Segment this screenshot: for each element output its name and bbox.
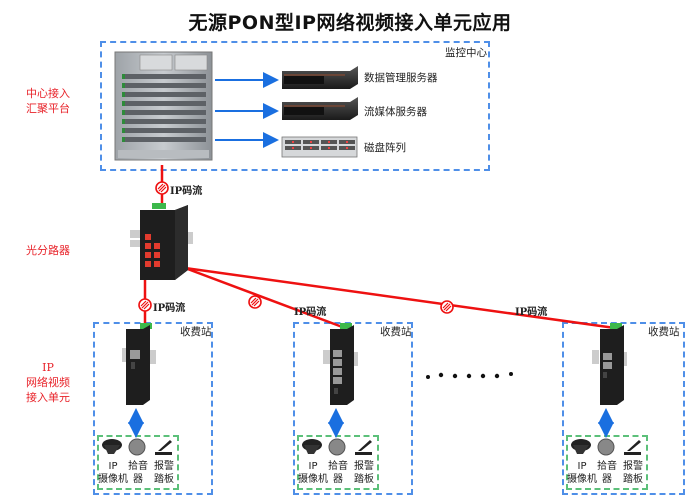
ip-camera-label: IP 摄像机 [298,460,328,486]
rack-server-icon [282,97,358,120]
monitor-center-box [100,41,490,171]
label-line: 网络视频 [26,376,70,389]
station-title: 收费站 [380,326,412,338]
stream-icon [440,300,454,314]
alarm-pedal-label: 报警 踏板 [352,460,376,486]
stream-label: IP码流 [294,307,327,318]
optical-splitter-device [130,203,193,280]
microphone-icon [597,438,615,456]
access-unit-3 [592,323,627,405]
label-line: 踏板 [154,474,174,485]
stream-label: IP码流 [170,186,203,197]
device-icons [102,438,641,456]
core-switch-rack [114,51,213,161]
label-line: 报警 [154,461,174,472]
access-unit-2 [323,323,358,405]
data-server-label: 数据管理服务器 [364,72,438,84]
microphone-label: 拾音 器 [126,460,150,486]
diagram-title: 无源PON型IP网络视频接入单元应用 [188,12,512,34]
station-title: 收费站 [648,326,680,338]
label-line: 汇聚平台 [26,102,70,115]
ip-camera-icon [302,439,322,454]
label-line: 摄像机 [98,474,128,485]
alarm-pedal-label: 报警 踏板 [621,460,645,486]
label-line: 踏板 [354,474,374,485]
label-line: 接入单元 [26,391,70,404]
media-server-label: 流媒体服务器 [364,106,427,118]
splitter-label: 光分路器 [26,244,70,257]
label-line: 报警 [623,461,643,472]
station-title: 收费站 [180,326,212,338]
label-line: IP [308,461,318,472]
label-line: IP [577,461,587,472]
label-line: 拾音 [328,461,348,472]
stream-label: IP码流 [153,303,186,314]
ip-camera-icon [571,439,591,454]
ip-camera-label: IP 摄像机 [567,460,597,486]
stream-icons [138,181,454,314]
fiber-link-2 [184,266,346,330]
alarm-pedal-icon [155,440,172,455]
ip-camera-label: IP 摄像机 [98,460,128,486]
monitor-center-title: 监控中心 [445,47,487,59]
label-line: 器 [133,474,143,485]
label-line: 摄像机 [567,474,597,485]
label-line: 中心接入 [26,87,70,100]
microphone-label: 拾音 器 [326,460,350,486]
label-line: 报警 [354,461,374,472]
ellipsis-dots [426,372,513,379]
label-line: 踏板 [623,474,643,485]
label-line: 器 [333,474,343,485]
station-box-2 [293,322,413,495]
alarm-pedal-label: 报警 踏板 [152,460,176,486]
stream-icon [155,181,169,195]
disk-array-label: 磁盘阵列 [364,142,406,154]
label-line: 器 [602,474,612,485]
stream-label: IP码流 [515,307,548,318]
stream-icon [248,295,262,309]
station-box-3 [562,322,685,495]
access-unit-1 [122,323,156,405]
label-line: 拾音 [128,461,148,472]
microphone-label: 拾音 器 [595,460,619,486]
label-line: IP [42,361,54,374]
label-line: 拾音 [597,461,617,472]
station-box-1 [93,322,213,495]
label-line: IP [108,461,118,472]
microphone-icon [328,438,346,456]
stream-icon [138,298,152,312]
microphone-icon [128,438,146,456]
access-unit-label: IP 网络视频 接入单元 [8,360,88,405]
disk-array-icon [281,136,358,158]
ethernet-links [128,72,614,438]
fiber-link-3 [184,266,616,330]
label-line: 摄像机 [298,474,328,485]
aggregation-platform-label: 中心接入 汇聚平台 [8,86,88,116]
ip-camera-icon [102,439,122,454]
alarm-pedal-icon [624,440,641,455]
alarm-pedal-icon [355,440,372,455]
rack-server-icon [282,66,358,89]
